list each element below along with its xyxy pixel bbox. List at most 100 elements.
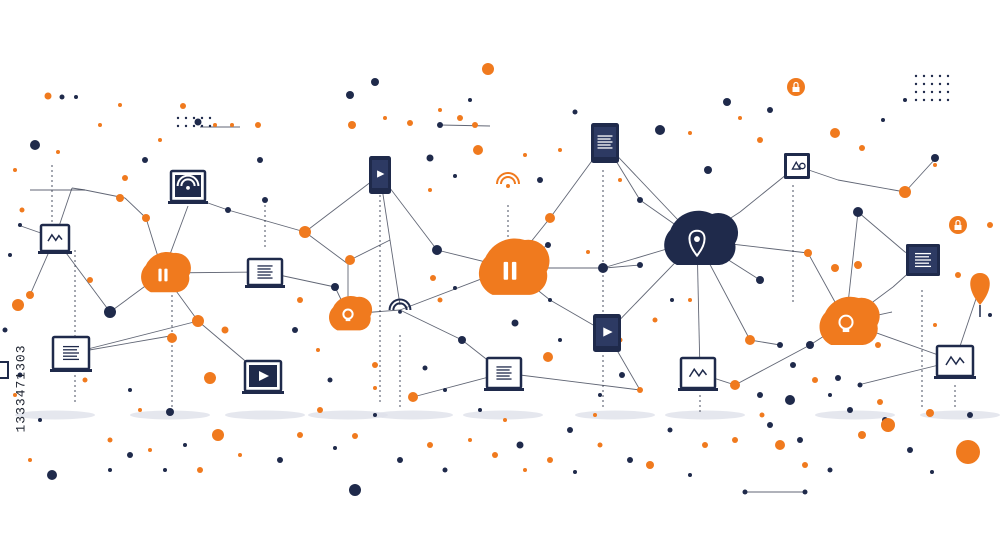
monitor-chart-center bbox=[678, 356, 718, 391]
navy-dot bbox=[142, 157, 148, 163]
grid-dot bbox=[200, 116, 204, 120]
orange-dot bbox=[437, 297, 443, 303]
orange-dot bbox=[745, 335, 755, 345]
orange-dot bbox=[688, 131, 692, 135]
monitor-base bbox=[245, 285, 285, 288]
orange-dot bbox=[547, 457, 553, 463]
navy-dot bbox=[194, 118, 202, 126]
grid-dot bbox=[184, 116, 188, 120]
network-link bbox=[399, 309, 463, 341]
grid-dot bbox=[208, 124, 212, 128]
navy-dot bbox=[346, 91, 354, 99]
list-icon bbox=[63, 345, 79, 361]
orange-dot bbox=[812, 377, 818, 383]
navy-dot bbox=[903, 98, 907, 102]
lock-badge-right bbox=[949, 216, 967, 234]
orange-dot bbox=[230, 123, 234, 127]
monitor-base bbox=[934, 376, 976, 379]
network-link bbox=[857, 211, 906, 253]
monitor-base bbox=[242, 391, 284, 394]
network-nodes bbox=[0, 78, 990, 394]
network-link bbox=[71, 187, 86, 191]
navy-dot bbox=[637, 197, 643, 203]
dashed-connectors bbox=[51, 165, 956, 415]
lock-icon bbox=[792, 81, 800, 92]
stock-image-id-text: 1333471303 bbox=[13, 343, 29, 433]
navy-dot bbox=[163, 468, 167, 472]
play-icon bbox=[603, 327, 613, 337]
navy-dot bbox=[397, 457, 403, 463]
network-link bbox=[71, 320, 199, 354]
navy-dot bbox=[38, 418, 42, 422]
ground-shadow bbox=[308, 410, 388, 420]
cloud-small bbox=[329, 296, 373, 331]
navy-dot bbox=[767, 422, 773, 428]
navy-dot bbox=[777, 342, 783, 348]
navy-dot bbox=[373, 413, 377, 417]
orange-dot bbox=[757, 137, 763, 143]
navy-dot bbox=[785, 395, 795, 405]
orange-dot bbox=[427, 442, 433, 448]
grid-dot bbox=[946, 98, 950, 102]
wifi-icon bbox=[176, 174, 200, 190]
monitor-chart-right bbox=[934, 344, 976, 379]
orange-dot bbox=[148, 448, 152, 452]
orange-dot bbox=[830, 128, 840, 138]
navy-dot bbox=[333, 446, 337, 450]
line-chart-icon bbox=[47, 233, 63, 242]
navy-dot bbox=[166, 408, 174, 416]
orange-dot bbox=[299, 226, 311, 238]
grid-dot bbox=[176, 124, 180, 128]
network-link bbox=[227, 209, 306, 233]
monitor-list-left bbox=[50, 335, 92, 372]
orange-dot bbox=[759, 412, 765, 418]
orange-dot bbox=[13, 168, 17, 172]
navy-dot bbox=[127, 452, 133, 458]
grid-dot bbox=[200, 124, 204, 128]
lock-badge-top bbox=[787, 78, 805, 96]
navy-dot bbox=[30, 140, 40, 150]
node-shadows bbox=[15, 410, 1000, 420]
orange-dot bbox=[158, 138, 162, 142]
network-link bbox=[439, 124, 491, 127]
scattered-dots bbox=[2, 63, 993, 496]
navy-dot bbox=[17, 372, 23, 378]
server-rack-icon bbox=[597, 135, 613, 149]
navy-dot bbox=[548, 298, 552, 302]
orange-dot bbox=[732, 437, 738, 443]
alert-box bbox=[784, 153, 810, 179]
navy-dot bbox=[74, 95, 78, 99]
navy-dot bbox=[104, 306, 116, 318]
ground-shadow bbox=[15, 410, 95, 420]
navy-dot bbox=[767, 107, 773, 113]
network-link bbox=[749, 339, 781, 346]
stock-image-id: 1333471303 bbox=[6, 308, 36, 468]
navy-dot bbox=[327, 377, 333, 383]
line-chart-icon bbox=[688, 367, 708, 378]
play-icon bbox=[259, 371, 269, 381]
orange-dot bbox=[523, 153, 527, 157]
orange-dot bbox=[118, 103, 122, 107]
navy-dot bbox=[422, 365, 428, 371]
navy-dot bbox=[442, 467, 448, 473]
pause-icon bbox=[158, 268, 168, 282]
orange-dot bbox=[482, 63, 494, 75]
navy-dot bbox=[655, 125, 665, 135]
navy-dot bbox=[371, 78, 379, 86]
network-link bbox=[124, 197, 147, 219]
ground-shadow bbox=[815, 410, 895, 420]
wifi-mid bbox=[388, 298, 412, 314]
panel-right bbox=[906, 244, 940, 276]
grid-dot bbox=[922, 98, 926, 102]
navy-dot bbox=[756, 276, 764, 284]
panel-inner bbox=[787, 156, 807, 176]
navy-dot bbox=[637, 262, 643, 268]
navy-dot bbox=[619, 372, 625, 378]
monitor-base bbox=[484, 388, 524, 391]
orange-dot bbox=[637, 387, 643, 393]
orange-dot bbox=[730, 380, 740, 390]
monitor-base bbox=[168, 201, 208, 204]
orange-dot bbox=[955, 272, 961, 278]
orange-dot bbox=[802, 462, 808, 468]
